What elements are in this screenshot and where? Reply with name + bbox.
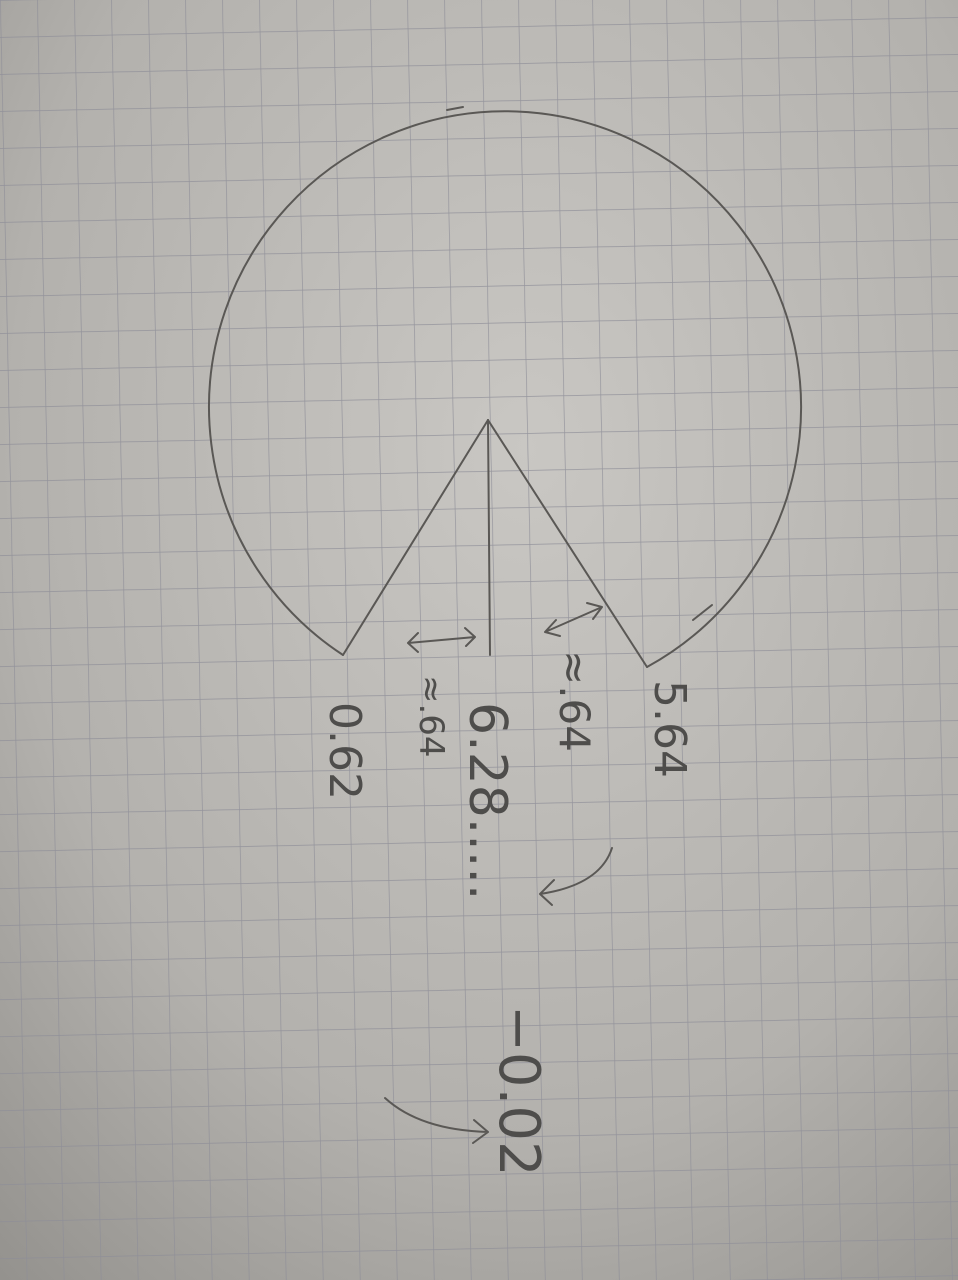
double-arrow-outer <box>544 602 603 637</box>
label-arc-gap-measure: ≈.64 <box>550 650 599 752</box>
curved-arrow-top <box>539 847 613 906</box>
wedge-edge-left <box>342 419 489 656</box>
double-arrow-inner <box>407 627 476 653</box>
label-difference: −0.02 <box>486 1005 551 1177</box>
label-right-endpoint: 5.64 <box>644 680 695 778</box>
center-axis <box>487 419 491 656</box>
label-full-turn: 6.28..... <box>457 702 517 900</box>
circle-arc <box>208 110 802 668</box>
label-left-endpoint: 0.62 <box>319 702 370 800</box>
curved-arrow-bottom <box>384 1097 489 1144</box>
pencil-drawing <box>208 106 802 1144</box>
label-inner-gap-measure: ≈.64 <box>411 675 451 758</box>
wedge-edge-right <box>487 419 648 668</box>
